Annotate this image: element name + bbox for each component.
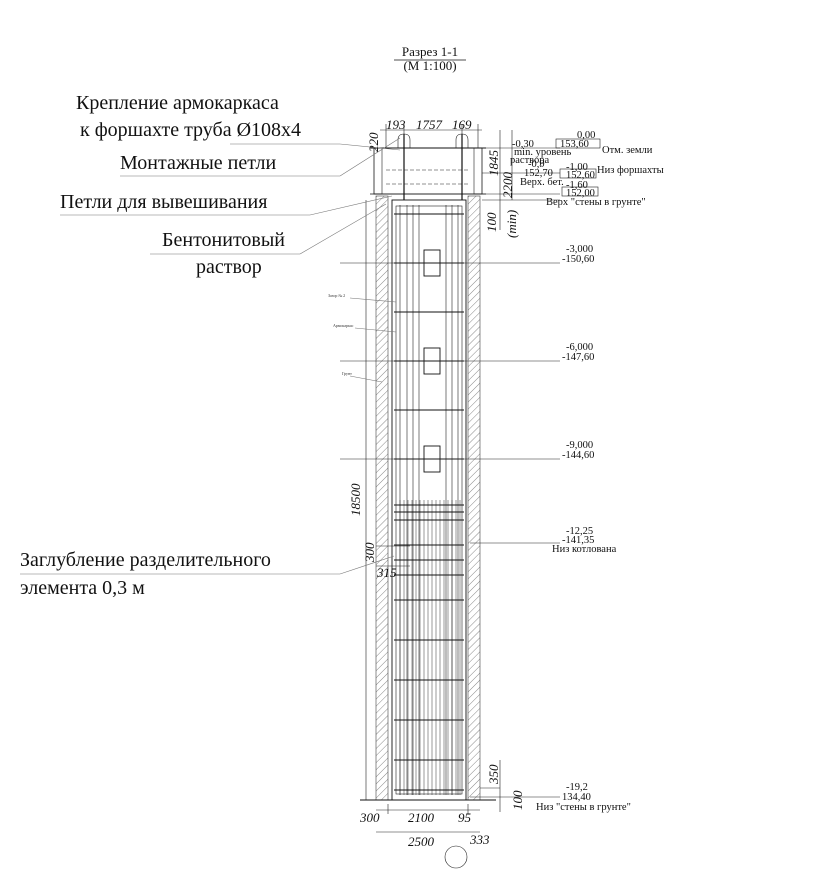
level-19-text: Низ "стены в грунте" <box>536 802 631 813</box>
level-6-top: -6,000 <box>566 342 593 353</box>
dim-b333: 333 <box>469 832 490 847</box>
level-lines <box>340 147 560 798</box>
dim-1845: 1845 <box>486 150 501 177</box>
level-160-text: Верх "стены в грунте" <box>546 197 646 208</box>
callout-embed-1: Заглубление разделительного <box>20 549 271 571</box>
level-160-top: -1,60 <box>566 180 588 191</box>
dim-b300: 300 <box>359 810 380 825</box>
label-zazor: Зазор № 2 <box>328 293 345 298</box>
rebar-lines <box>399 205 461 795</box>
level-3-top: -3,000 <box>566 244 593 255</box>
dim-300: 300 <box>362 542 377 563</box>
dim-b2100: 2100 <box>408 810 435 825</box>
dim-b95: 95 <box>458 810 472 825</box>
dim-18500: 18500 <box>348 483 363 516</box>
callout-embed-2: элемента 0,3 м <box>20 577 145 599</box>
level-19-abs: 134,40 <box>562 792 591 803</box>
level-3-abs: -150,60 <box>562 254 594 265</box>
dim-min: (min) <box>504 210 519 238</box>
level-6-abs: -147,60 <box>562 352 594 363</box>
soil-walls <box>375 195 481 801</box>
level-min-top: -0,30 <box>512 139 534 150</box>
right-dimensions: 1845 2200 100 (min) 350 100 <box>480 130 525 812</box>
dim-193: 193 <box>386 117 406 132</box>
label-armokarkas: Армокаркас <box>333 323 354 328</box>
reinforcement-cage <box>391 199 467 801</box>
label-grunt: Грунт <box>342 371 352 376</box>
level-09: -0,9 <box>528 159 545 170</box>
level-9-abs: -144,60 <box>562 450 594 461</box>
dim-169: 169 <box>452 117 472 132</box>
level-min-text1: min. уровень <box>514 147 572 158</box>
level-12-top: -12,25 <box>566 526 593 537</box>
callouts: Крепление армокаркаса к форшахте труба Ø… <box>20 92 401 599</box>
level-12-text: Низ котлована <box>552 544 617 555</box>
level-9-top: -9,000 <box>566 440 593 451</box>
callout-armo-2: к форшахте труба Ø108х4 <box>80 119 301 141</box>
callout-loops-hang: Петли для вывешивания <box>60 191 267 213</box>
bottom-dimensions: 300 2100 95 2500 333 <box>359 804 490 849</box>
dim-220: 220 <box>366 132 381 152</box>
left-dimensions: 18500 300 315 <box>348 200 410 800</box>
title-line-1: Разрез 1-1 <box>402 44 458 59</box>
dim-350: 350 <box>486 764 501 785</box>
level-verh: Верх. бет. <box>520 177 564 188</box>
level-100-top: -1,00 <box>566 162 588 173</box>
dim-100: 100 <box>484 212 499 232</box>
dim-b2500: 2500 <box>408 834 435 849</box>
level-100-text: Низ форшахты <box>597 165 664 176</box>
section-title: Разрез 1-1 (М 1:100) <box>394 44 466 73</box>
level-0-text: Отм. земли <box>602 145 653 156</box>
level-160-abs: 152,00 <box>566 188 595 199</box>
level-270: 152,70 <box>524 168 553 179</box>
callout-armo-1: Крепление армокаркаса <box>76 92 279 114</box>
level-0-top: 0,00 <box>577 130 595 141</box>
stirrup-lines <box>394 213 464 791</box>
callout-bentonite-2: раствор <box>196 256 262 278</box>
level-100-abs: 152,60 <box>566 170 595 181</box>
callout-loops-mount: Монтажные петли <box>120 152 276 174</box>
level-min-text2: раствора <box>510 155 550 166</box>
level-0-abs: 153,60 <box>560 139 589 150</box>
level-labels: 0,00 153,60 Отм. земли -0,30 min. уровен… <box>510 130 664 813</box>
callout-bentonite-1: Бентонитовый <box>162 229 285 251</box>
level-19-top: -19,2 <box>566 782 588 793</box>
guide-wall <box>370 133 486 200</box>
dim-1757: 1757 <box>416 117 443 132</box>
dim-100b: 100 <box>510 790 525 810</box>
dim-2200: 2200 <box>500 172 515 199</box>
title-line-2: (М 1:100) <box>403 58 456 73</box>
level-12-abs: -141,35 <box>562 535 594 546</box>
dim-315: 315 <box>376 565 397 580</box>
